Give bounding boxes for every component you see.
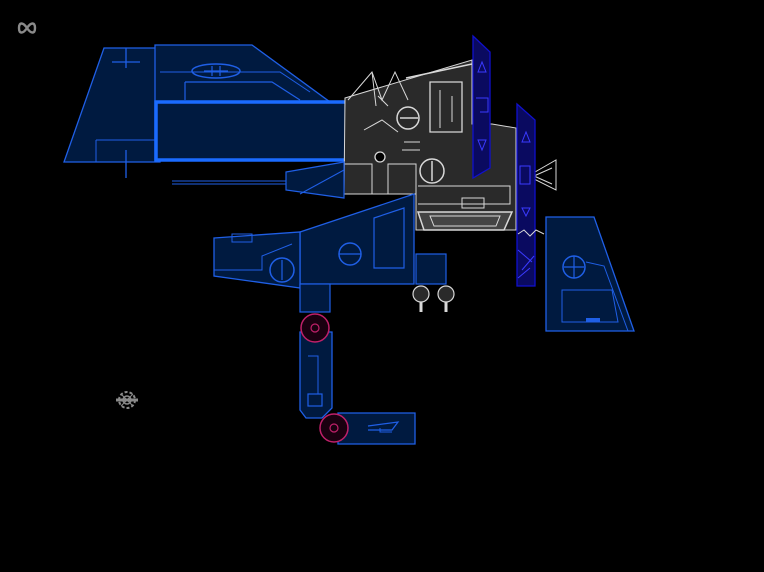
gear-icon[interactable] xyxy=(116,391,138,409)
arm-claw[interactable] xyxy=(319,412,416,445)
fin-antenna-b[interactable] xyxy=(516,102,545,287)
lower-hull-cannon[interactable] xyxy=(213,161,455,313)
rear-right-fin[interactable] xyxy=(545,216,635,332)
core-machinery[interactable] xyxy=(343,59,557,231)
selected-cargo-bay[interactable] xyxy=(154,100,360,162)
infinity-icon[interactable] xyxy=(17,22,37,34)
left-wing-panel[interactable] xyxy=(63,47,290,185)
jointed-arm[interactable] xyxy=(299,313,333,419)
fin-antenna-a[interactable] xyxy=(472,34,491,180)
